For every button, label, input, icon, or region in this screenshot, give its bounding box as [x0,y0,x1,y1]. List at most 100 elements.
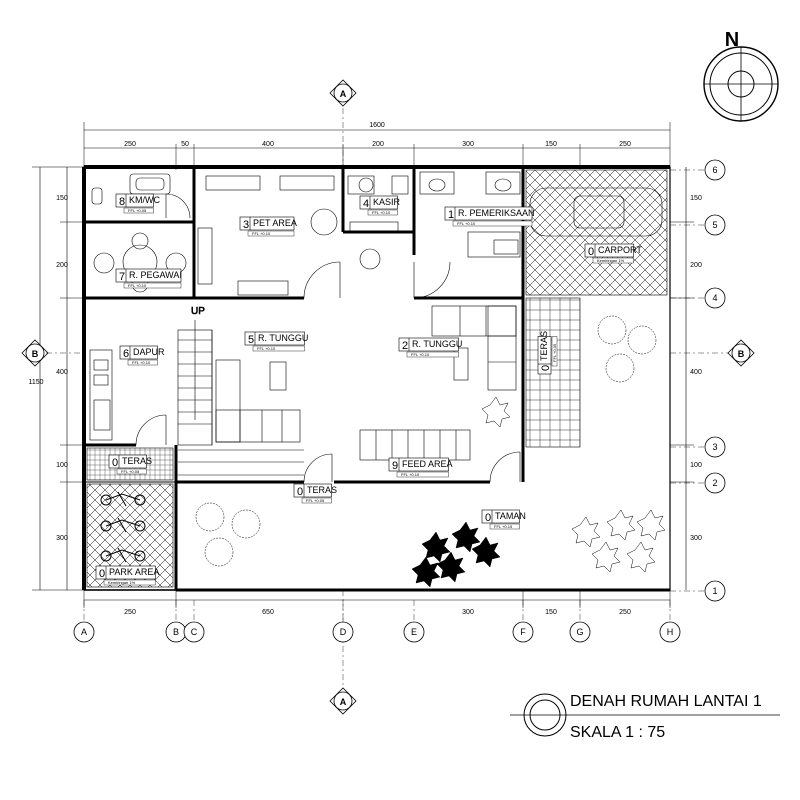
room-ffl: FFL +0.05 [128,208,147,213]
svg-text:6: 6 [712,165,717,175]
room-label: 0 TAMAN FFL +0.15 [481,509,526,530]
room-ffl: FFL +0.10 [372,210,391,215]
grid-bubble-row: 6 [704,159,726,181]
doors [135,193,521,483]
dim-top: 50 [181,141,189,148]
room-number: 6 [123,348,129,360]
room-ffl: FFL +0.10 [132,360,151,365]
room-name: PET AREA [253,218,297,228]
room-number: 0 [99,568,105,580]
room-ffl: FFL +0.10 [457,221,476,226]
grid-bubble-row: 1 [704,580,726,602]
room-ffl: FFL +0.15 [494,524,513,529]
dim-right: 100 [690,462,702,469]
room-name: TERAS [122,456,152,466]
room-name: R. PEMERIKSAAN [458,208,535,218]
plan-scale: SKALA 1 : 75 [570,724,665,741]
room-label: 8 KM/WC FFL +0.05 [115,193,160,214]
grid-bubble-col: C [183,621,205,643]
room-label: 0 TERAS FFL +0.05 [293,483,337,504]
room-number: 9 [392,460,398,472]
svg-text:H: H [667,627,674,637]
dimension-lines [32,122,694,608]
room-number: 8 [119,196,125,208]
dim-right: 150 [690,195,702,202]
room-name: DAPUR [133,347,165,357]
dim-left: 100 [56,462,68,469]
dim-bottom: 150 [545,609,557,616]
room-number: 1 [448,209,454,221]
svg-text:D: D [340,627,347,637]
staircase: UP [177,306,304,476]
room-number: 0 [297,486,303,498]
stair-up-label: UP [191,306,205,317]
room-number: 4 [363,198,369,210]
room-name: R. PEGAWAI [129,270,182,280]
svg-text:5: 5 [712,220,717,230]
section-b-left-marker: B [21,339,49,367]
room-number: 0 [588,246,594,258]
grid-bubble-col: G [569,621,591,643]
dim-top: 250 [124,141,136,148]
room-name: TERAS [539,331,549,361]
dim-top: 200 [372,141,384,148]
svg-text:2: 2 [712,478,717,488]
grid-bubble-col: F [512,621,534,643]
room-number: 3 [243,219,249,231]
svg-text:E: E [411,627,417,637]
grid-bubble-row: 5 [704,214,726,236]
section-a-top-label: A [340,89,347,99]
room-name: KM/WC [129,195,160,205]
room-name: KASIR [373,197,401,207]
north-label: N [725,29,739,51]
grid-bubble-col: H [659,621,681,643]
room-label: 6 DAPUR FFL +0.10 [119,345,165,366]
plants [195,315,666,588]
room-name: TERAS [307,485,337,495]
room-ffl: FFL +0.10 [257,346,276,351]
room-name: CARPORT [598,245,642,255]
room-ffl: FFL +0.05 [306,498,325,503]
room-number: 0 [485,512,491,524]
room-name: R. TUNGGU [412,339,462,349]
room-label: 1 R. PEMERIKSAAN FFL +0.10 [444,206,535,227]
room-ffl: FFL +0.10 [401,472,420,477]
north-arrow: N [703,29,779,122]
room-number: 5 [248,334,254,346]
dim-bottom: 250 [619,609,631,616]
section-a-bottom-label: A [340,697,347,707]
dim-left: 200 [56,262,68,269]
svg-text:B: B [173,627,179,637]
svg-text:F: F [520,627,526,637]
dim-top: 300 [462,141,474,148]
grid-bubble-row: 2 [704,472,726,494]
dim-right: 300 [690,535,702,542]
room-name: FEED AREA [402,459,453,469]
room-name: TAMAN [495,511,526,521]
room-label: 4 KASIR FFL +0.10 [359,195,401,216]
grid-lines [46,108,728,688]
dim-right: 200 [690,262,702,269]
dim-left: 150 [56,195,68,202]
dim-left: 400 [56,369,68,376]
plan-title: DENAH RUMAH LANTAI 1 [570,693,762,710]
grid-bubble-col: A [73,621,95,643]
grid-bubble-row: 3 [704,436,726,458]
room-ffl: FFL +0.05 [552,343,557,362]
motorbikes [100,491,146,563]
dim-top-total: 1600 [369,122,385,129]
room-number: 2 [402,340,408,352]
grid-bubble-col: D [332,621,354,643]
dim-top: 150 [545,141,557,148]
dim-top: 250 [619,141,631,148]
room-ffl: FFL +0.05 [121,469,140,474]
room-ffl: Kemiringan 1% [108,580,136,585]
